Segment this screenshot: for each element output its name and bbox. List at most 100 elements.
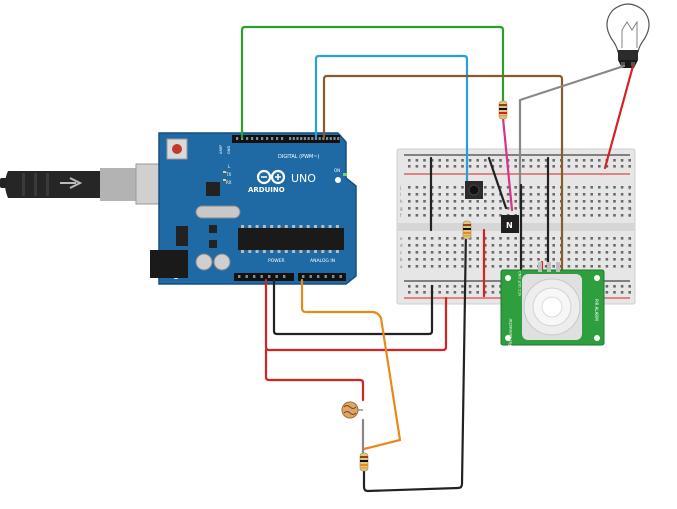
- breadboard-hole[interactable]: [514, 207, 517, 210]
- breadboard-hole[interactable]: [446, 258, 449, 261]
- breadboard-hole[interactable]: [499, 237, 502, 240]
- breadboard-hole[interactable]: [620, 159, 624, 162]
- breadboard-hole[interactable]: [461, 258, 464, 261]
- breadboard-hole[interactable]: [582, 251, 586, 254]
- breadboard-hole[interactable]: [529, 207, 533, 210]
- breadboard-hole[interactable]: [423, 291, 426, 294]
- breadboard-hole[interactable]: [605, 285, 609, 288]
- breadboard-hole[interactable]: [453, 265, 457, 268]
- breadboard-hole[interactable]: [423, 186, 426, 189]
- breadboard-hole[interactable]: [484, 200, 487, 203]
- breadboard-hole[interactable]: [613, 207, 616, 210]
- breadboard-hole[interactable]: [408, 251, 411, 254]
- breadboard-hole[interactable]: [628, 200, 631, 203]
- breadboard-hole[interactable]: [537, 186, 540, 189]
- breadboard-hole[interactable]: [529, 237, 533, 240]
- breadboard-hole[interactable]: [453, 251, 457, 254]
- breadboard-hole[interactable]: [522, 214, 525, 217]
- breadboard-hole[interactable]: [408, 159, 411, 162]
- breadboard-hole[interactable]: [491, 159, 495, 162]
- breadboard-hole[interactable]: [446, 244, 449, 247]
- breadboard-hole[interactable]: [575, 251, 578, 254]
- digital-pin[interactable]: [303, 137, 306, 140]
- breadboard-hole[interactable]: [620, 200, 624, 203]
- breadboard-hole[interactable]: [499, 186, 502, 189]
- breadboard-hole[interactable]: [484, 186, 487, 189]
- digital-pin[interactable]: [333, 137, 336, 140]
- breadboard-hole[interactable]: [537, 251, 540, 254]
- breadboard-hole[interactable]: [430, 244, 434, 247]
- wire-green[interactable]: [240, 25, 505, 139]
- breadboard-hole[interactable]: [484, 244, 487, 247]
- breadboard-hole[interactable]: [423, 251, 426, 254]
- breadboard-hole[interactable]: [453, 291, 457, 294]
- breadboard-hole[interactable]: [461, 285, 464, 288]
- breadboard-hole[interactable]: [575, 165, 578, 168]
- breadboard-hole[interactable]: [484, 165, 487, 168]
- breadboard-hole[interactable]: [476, 285, 479, 288]
- breadboard-hole[interactable]: [529, 200, 533, 203]
- breadboard-hole[interactable]: [446, 165, 449, 168]
- breadboard-hole[interactable]: [506, 237, 510, 240]
- breadboard-hole[interactable]: [415, 207, 419, 210]
- breadboard-hole[interactable]: [628, 186, 631, 189]
- breadboard-hole[interactable]: [499, 165, 502, 168]
- breadboard-hole[interactable]: [453, 237, 457, 240]
- breadboard-hole[interactable]: [514, 265, 517, 268]
- breadboard-hole[interactable]: [567, 244, 571, 247]
- breadboard-hole[interactable]: [415, 165, 419, 168]
- push-button[interactable]: [465, 181, 483, 199]
- breadboard-hole[interactable]: [582, 186, 586, 189]
- breadboard-hole[interactable]: [499, 244, 502, 247]
- analog-pin[interactable]: [332, 275, 335, 278]
- analog-pin[interactable]: [302, 275, 305, 278]
- breadboard-hole[interactable]: [408, 237, 411, 240]
- breadboard-hole[interactable]: [567, 186, 571, 189]
- resistor-bottom[interactable]: [359, 452, 369, 472]
- breadboard-hole[interactable]: [620, 251, 624, 254]
- power-pin[interactable]: [260, 275, 263, 278]
- breadboard-hole[interactable]: [529, 193, 533, 196]
- breadboard-hole[interactable]: [423, 265, 426, 268]
- digital-pin[interactable]: [329, 137, 332, 140]
- breadboard-hole[interactable]: [522, 207, 525, 210]
- breadboard-hole[interactable]: [491, 186, 495, 189]
- breadboard-hole[interactable]: [544, 207, 548, 210]
- breadboard-hole[interactable]: [567, 159, 571, 162]
- breadboard-hole[interactable]: [506, 200, 510, 203]
- breadboard-hole[interactable]: [484, 193, 487, 196]
- breadboard-hole[interactable]: [453, 258, 457, 261]
- breadboard-hole[interactable]: [575, 214, 578, 217]
- wire-red-5v[interactable]: [264, 278, 448, 352]
- wire-black-gnd[interactable]: [272, 278, 434, 336]
- breadboard-hole[interactable]: [537, 258, 540, 261]
- breadboard-hole[interactable]: [468, 165, 472, 168]
- breadboard-hole[interactable]: [529, 159, 533, 162]
- breadboard-hole[interactable]: [567, 237, 571, 240]
- header-pin[interactable]: [256, 137, 259, 140]
- breadboard-hole[interactable]: [575, 186, 578, 189]
- breadboard-hole[interactable]: [582, 258, 586, 261]
- breadboard-hole[interactable]: [620, 186, 624, 189]
- breadboard-hole[interactable]: [605, 165, 609, 168]
- breadboard-hole[interactable]: [476, 200, 479, 203]
- breadboard-hole[interactable]: [613, 237, 616, 240]
- breadboard-hole[interactable]: [552, 265, 555, 268]
- breadboard-hole[interactable]: [582, 207, 586, 210]
- breadboard-hole[interactable]: [468, 207, 472, 210]
- breadboard-hole[interactable]: [438, 265, 441, 268]
- analog-pin[interactable]: [309, 275, 312, 278]
- breadboard-hole[interactable]: [567, 207, 571, 210]
- breadboard-hole[interactable]: [590, 165, 593, 168]
- breadboard-hole[interactable]: [484, 258, 487, 261]
- breadboard-hole[interactable]: [438, 244, 441, 247]
- breadboard-hole[interactable]: [628, 193, 631, 196]
- breadboard-hole[interactable]: [620, 237, 624, 240]
- breadboard-hole[interactable]: [582, 159, 586, 162]
- breadboard-hole[interactable]: [537, 244, 540, 247]
- breadboard-hole[interactable]: [628, 251, 631, 254]
- breadboard-hole[interactable]: [446, 291, 449, 294]
- wire-red-bulb[interactable]: [603, 64, 635, 170]
- breadboard-hole[interactable]: [423, 237, 426, 240]
- breadboard-hole[interactable]: [484, 237, 487, 240]
